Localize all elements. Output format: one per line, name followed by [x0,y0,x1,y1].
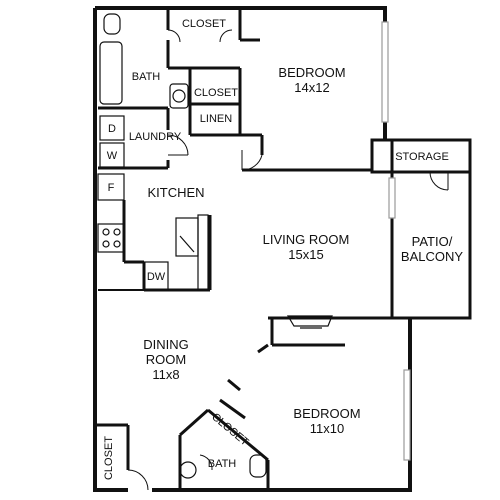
sink-bowl-icon-bottom [179,461,197,479]
closet-mid-label: CLOSET [194,87,238,99]
bedroom-top-size: 14x12 [294,80,329,95]
bath-top-label: BATH [132,71,161,83]
bath-fixtures [99,13,267,479]
dining-room-line1: DINING [143,337,189,352]
window-living [388,177,396,219]
fridge-box [97,173,125,201]
room-labels: BEDROOM 14x12 CLOSET CLOSET LINEN BATH L… [103,18,463,480]
bedroom-bottom-size: 11x10 [310,421,344,436]
fridge-label: F [108,182,115,194]
washer-box [99,142,125,168]
dining-room-size: 11x8 [152,367,179,382]
laundry-appliances [99,115,125,168]
patio-line2: BALCONY [401,249,463,264]
laundry-label: LAUNDRY [129,131,182,143]
bedroom-top-name: BEDROOM [278,65,345,80]
closet-bottom-left-label: CLOSET [103,436,115,480]
linen-label: LINEN [200,113,232,125]
door-swings [127,29,449,491]
burner-icon [113,228,121,236]
dishwasher-box [143,261,169,291]
dining-room-line2: ROOM [146,352,186,367]
sink-bowl-icon [172,89,186,103]
sink-icon [169,83,189,109]
toilet-icon-bottom [249,454,267,478]
bath-bottom-label: BATH [208,458,237,470]
window-bedroom-top [381,21,389,123]
dryer-label: D [108,123,116,135]
fireplace-icon [286,315,333,327]
patio-line1: PATIO/ [412,234,453,249]
kitchen-sink-box [175,217,199,257]
dishwasher-label: DW [147,271,166,283]
bathtub-icon [99,41,123,105]
bedroom-bottom-name: BEDROOM [293,406,360,421]
toilet-icon [103,13,121,35]
living-room-name: LIVING ROOM [263,232,350,247]
burner-icon [113,240,121,248]
closet-top-label: CLOSET [182,18,226,30]
kitchen-label: KITCHEN [147,185,204,200]
counter-end [197,214,209,291]
washer-label: W [107,150,118,162]
windows [381,21,411,461]
stove-box [97,223,125,253]
dryer-box [99,115,125,141]
fireplace [286,315,333,329]
window-bedroom-bottom [403,369,411,461]
burner-icon [102,228,110,236]
kitchen-appliances [97,173,209,291]
storage-label: STORAGE [395,151,449,163]
living-room-size: 15x15 [288,247,323,262]
burner-icon [102,240,110,248]
